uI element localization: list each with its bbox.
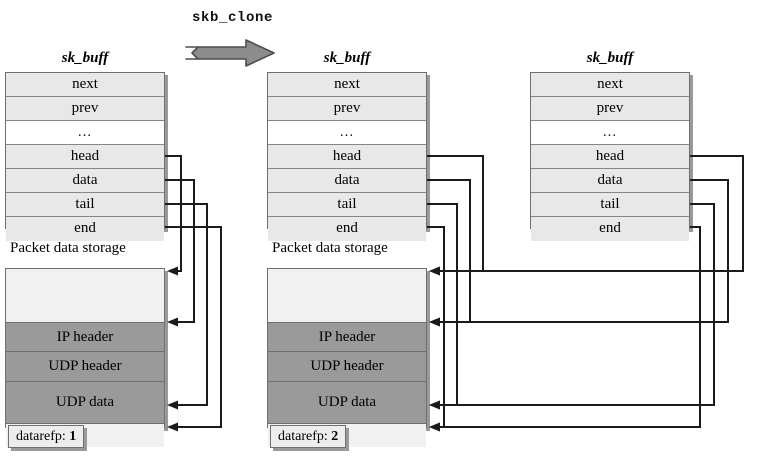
storage2-udp-header: UDP header xyxy=(268,352,426,382)
datarefp-label-2: datarefp: xyxy=(278,429,328,444)
skb2-field-prev: prev xyxy=(268,97,426,121)
skb2-field-head: head xyxy=(268,145,426,169)
arrow-skb1-data xyxy=(165,179,195,327)
skb3-field-ellipsis: ... xyxy=(531,121,689,145)
storage-title-1: Packet data storage xyxy=(10,240,126,256)
skb-clone-label: skb_clone xyxy=(192,10,274,26)
skb-clone-arrow-icon xyxy=(185,39,275,67)
arrow-skb2-tail xyxy=(427,203,458,410)
storage1-udp-data: UDP data xyxy=(6,382,164,424)
datarefp-badge-2: datarefp: 2 xyxy=(270,425,347,448)
skb1-field-data: data xyxy=(6,169,164,193)
skb1-field-end: end xyxy=(6,217,164,241)
storage2-udp-data: UDP data xyxy=(268,382,426,424)
skbuff-struct-2: next prev ... head data tail end xyxy=(267,72,427,241)
arrow-skb1-end xyxy=(165,226,222,432)
skb2-field-next: next xyxy=(268,73,426,97)
skbuff-struct-1: next prev ... head data tail end xyxy=(5,72,165,241)
skb-title-3: sk_buff xyxy=(586,50,634,66)
skb3-field-prev: prev xyxy=(531,97,689,121)
skb3-field-end: end xyxy=(531,217,689,241)
skb1-field-head: head xyxy=(6,145,164,169)
arrow-skb2-end xyxy=(427,226,445,432)
skb2-field-ellipsis: ... xyxy=(268,121,426,145)
packet-storage-2: IP header UDP header UDP data xyxy=(267,268,427,447)
skb3-field-head: head xyxy=(531,145,689,169)
skb3-field-tail: tail xyxy=(531,193,689,217)
skb1-field-prev: prev xyxy=(6,97,164,121)
datarefp-label-1: datarefp: xyxy=(16,429,66,444)
skb1-field-ellipsis: ... xyxy=(6,121,164,145)
datarefp-value-1: 1 xyxy=(69,429,77,444)
storage1-headroom xyxy=(6,269,164,322)
datarefp-badge-1: datarefp: 1 xyxy=(8,425,85,448)
skb2-field-tail: tail xyxy=(268,193,426,217)
arrow-skb2-head xyxy=(427,155,484,276)
skb2-field-end: end xyxy=(268,217,426,241)
storage-title-2: Packet data storage xyxy=(272,240,388,256)
packet-storage-1: IP header UDP header UDP data xyxy=(5,268,165,447)
storage1-ip-header: IP header xyxy=(6,322,164,352)
arrow-skb1-tail xyxy=(165,203,208,410)
skb3-field-data: data xyxy=(531,169,689,193)
skb-title-1: sk_buff xyxy=(61,50,109,66)
skb2-field-data: data xyxy=(268,169,426,193)
skb1-field-tail: tail xyxy=(6,193,164,217)
skb-title-2: sk_buff xyxy=(323,50,371,66)
arrow-skb1-head xyxy=(165,155,182,276)
storage1-udp-header: UDP header xyxy=(6,352,164,382)
datarefp-value-2: 2 xyxy=(331,429,339,444)
arrow-skb2-data xyxy=(427,179,471,327)
arrow-skb3-end xyxy=(429,226,701,432)
storage2-headroom xyxy=(268,269,426,322)
storage2-ip-header: IP header xyxy=(268,322,426,352)
skb3-field-next: next xyxy=(531,73,689,97)
skb1-field-next: next xyxy=(6,73,164,97)
skbuff-struct-3: next prev ... head data tail end xyxy=(530,72,690,241)
